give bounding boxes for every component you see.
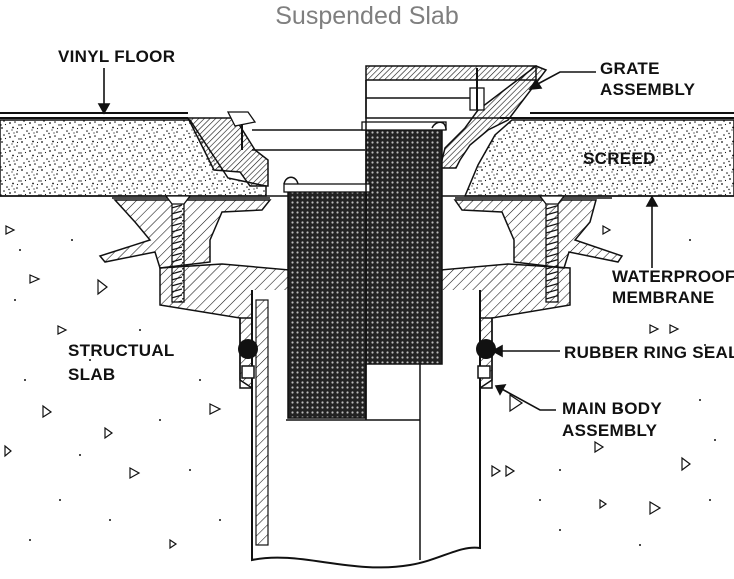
annotation-labels: VINYL FLOOR GRATE ASSEMBLY SCREED WATERP…: [58, 47, 734, 440]
diagram-title: Suspended Slab: [275, 2, 459, 30]
label-structural-line2: SLAB: [68, 365, 115, 384]
label-structural-line1: STRUCTUAL: [68, 341, 175, 360]
label-waterproof-line1: WATERPROOF: [612, 267, 734, 286]
slab-aggregate-dots: [14, 239, 716, 546]
strainer-baskets: [283, 80, 447, 420]
vinyl-floor-layer: [0, 112, 734, 119]
label-main-body-line2: ASSEMBLY: [562, 421, 658, 440]
leader-lines: [97, 68, 659, 411]
rubber-ring-seals: [238, 339, 496, 379]
label-grate-line2: ASSEMBLY: [600, 80, 696, 99]
label-screed: SCREED: [583, 149, 656, 168]
label-grate-line1: GRATE: [600, 59, 660, 78]
fixing-bolts: [164, 195, 566, 303]
label-rubber-ring-seal: RUBBER RING SEAL: [564, 343, 734, 362]
label-waterproof-line2: MEMBRANE: [612, 288, 715, 307]
label-main-body-line1: MAIN BODY: [562, 399, 662, 418]
structural-slab: [4, 224, 691, 550]
label-vinyl-floor: VINYL FLOOR: [58, 47, 175, 66]
grate-assembly: [186, 65, 548, 187]
